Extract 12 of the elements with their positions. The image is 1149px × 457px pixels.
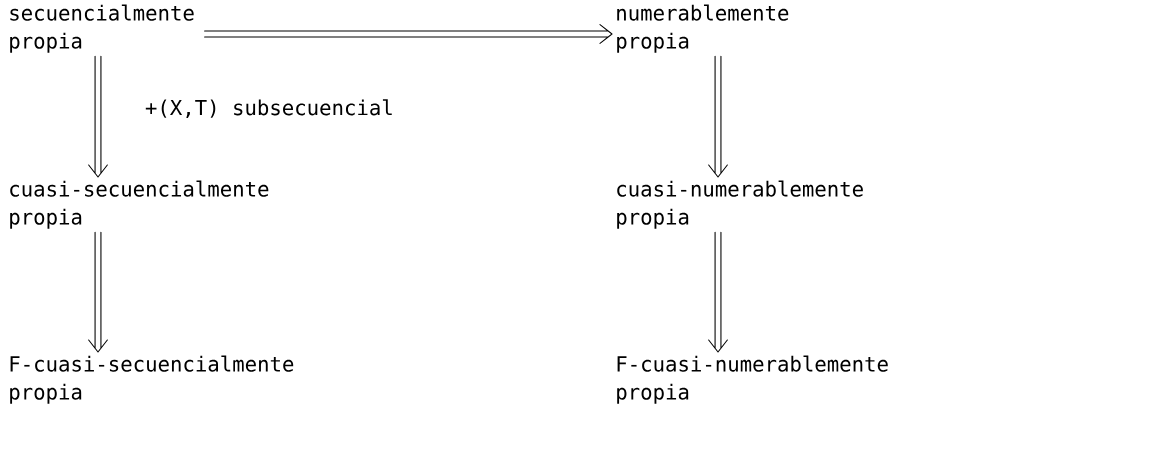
- double-arrow: [708, 231, 728, 353]
- double-arrow: [204, 24, 613, 44]
- text-label: numerablemente propia: [617, 4, 789, 53]
- text-label: secuencialmente propia: [10, 4, 194, 53]
- double-arrow: [88, 231, 108, 353]
- edge-label: +(X,T) subsecuencial: [145, 99, 392, 118]
- text-label: cuasi-numerablemente propia: [617, 180, 863, 229]
- text-label: cuasi-secuencialmente propia: [10, 180, 269, 229]
- double-arrow: [88, 55, 108, 178]
- text-label: F-cuasi-secuencialmente propia: [10, 355, 294, 404]
- double-arrow: [708, 55, 728, 178]
- text-label: F-cuasi-numerablemente propia: [617, 355, 888, 404]
